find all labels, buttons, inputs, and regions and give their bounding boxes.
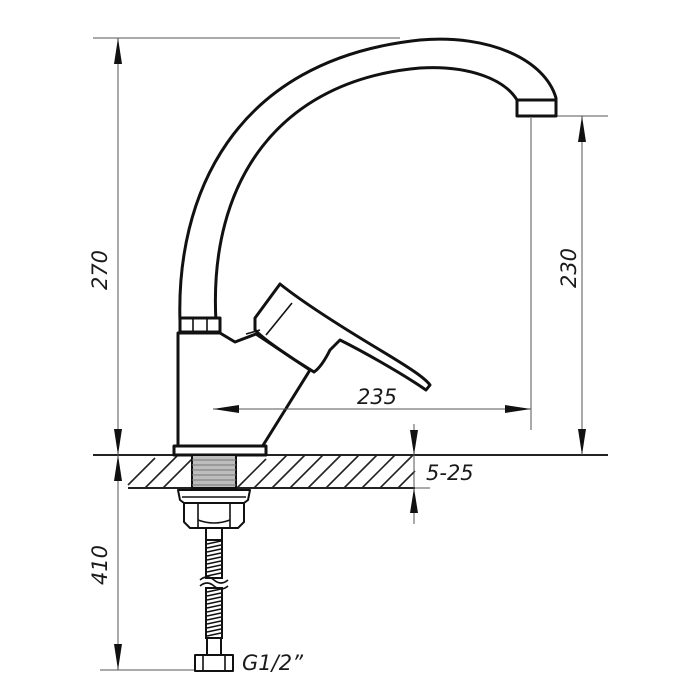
dim-label-410: 410	[88, 545, 112, 585]
base-ring	[172, 444, 268, 457]
dimension-410	[114, 455, 122, 670]
mounting-washer	[177, 489, 251, 504]
dimension-235	[213, 405, 531, 413]
dim-label-5-25: 5-25	[426, 461, 474, 485]
mounting-nut	[183, 502, 245, 529]
flexible-hose-lower	[205, 587, 223, 639]
flexible-hose-upper	[205, 539, 223, 579]
lever-handle	[245, 282, 432, 392]
spout-collar	[178, 316, 222, 334]
dim-label-235: 235	[357, 385, 397, 409]
extension-lines	[93, 37, 608, 671]
thread-label-g1-2: G1/2”	[242, 651, 304, 675]
dimension-230	[578, 116, 586, 455]
hose-connector-nut	[194, 637, 234, 672]
aerator	[515, 98, 558, 118]
dimension-270	[114, 38, 122, 455]
dim-label-270: 270	[88, 250, 112, 290]
dimension-5-25	[410, 424, 418, 524]
countertop-section	[127, 454, 416, 489]
spout	[178, 37, 558, 324]
dim-label-230: 230	[557, 248, 581, 288]
break-symbol	[199, 576, 229, 590]
threaded-shank	[191, 454, 237, 489]
hose-fitting	[205, 527, 223, 541]
